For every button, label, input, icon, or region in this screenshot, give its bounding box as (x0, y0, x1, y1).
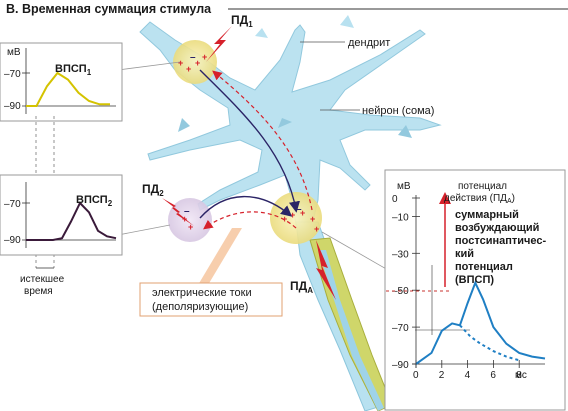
desc-line-3: постсинаптичес- (455, 235, 546, 247)
pda-label: ПДА (290, 279, 313, 295)
panel3-x-tick: 4 (465, 370, 471, 381)
chart-vpsp2: –70 –90 ВПСП2 (0, 174, 123, 256)
lightning-icon-pd2 (162, 198, 194, 226)
currents-label-line2: (деполяризующие) (152, 301, 248, 313)
panel2-tick-bottom: –90 (4, 235, 21, 246)
summed-curve-dashed (459, 324, 520, 362)
panel2-tick-top: –70 (4, 199, 21, 210)
panel3-x-tick: 8 (516, 370, 522, 381)
panel3-y-tick: –30 (392, 249, 409, 260)
elapsed-label-line1: истекшее (20, 274, 65, 285)
svg-text:+: + (195, 58, 200, 68)
pd2-label: ПД2 (142, 182, 164, 198)
panel1-unit: мВ (7, 47, 21, 58)
svg-text:+: + (202, 52, 207, 62)
vpsp2-label: ВПСП2 (76, 194, 113, 208)
summed-curve (415, 280, 546, 365)
desc-line-5: потенциал (455, 261, 513, 273)
axon-hillock (270, 192, 322, 244)
svg-text:+: + (300, 208, 305, 218)
panel-1-frame (0, 42, 123, 122)
svg-text:+: + (186, 64, 191, 74)
lightning-icon-pda (316, 240, 336, 300)
ap-label-line2: действия (ПДА) (444, 193, 515, 205)
currents-label-box (139, 282, 283, 317)
svg-text:–: – (296, 204, 302, 215)
panel3-y-tick: –10 (392, 212, 409, 223)
current-arrow-2 (199, 195, 293, 219)
dendrite-label: дендрит (348, 37, 390, 49)
svg-text:+: + (178, 58, 183, 68)
ap-label-line1: потенциал (458, 181, 507, 192)
panel3-x-tick: 0 (413, 370, 419, 381)
vpsp1-curve (26, 71, 110, 107)
synapse-2 (168, 198, 212, 242)
current-arrow-1 (199, 69, 300, 213)
elapsed-label-line2: время (24, 286, 53, 297)
svg-text:+: + (290, 210, 295, 220)
panel3-y-tick: –90 (392, 360, 409, 371)
lightning-icon-pd1 (206, 26, 232, 62)
title: В. Временная суммация стимула (6, 2, 212, 16)
svg-text:+: + (282, 214, 287, 224)
desc-line-2: возбуждающий (455, 222, 539, 234)
svg-text:–: – (184, 206, 190, 217)
current-return-arrow-2 (203, 211, 297, 230)
panel1-tick-bottom: –90 (4, 101, 21, 112)
svg-text:–: – (190, 52, 196, 63)
panel3-x-tick: 6 (490, 370, 496, 381)
currents-label-line1: электрические токи (152, 287, 252, 299)
synapse-1 (173, 40, 217, 84)
panel3-y-tick: –50 (392, 286, 409, 297)
panel3-x-tick: 2 (439, 370, 445, 381)
svg-text:+: + (314, 224, 319, 234)
svg-text:+: + (188, 222, 193, 232)
panel1-tick-top: –70 (4, 69, 21, 80)
panel3-x-unit: мс (515, 370, 527, 381)
current-return-arrow-1 (212, 70, 313, 211)
chart-vpsp1: мВ –70 –90 ВПСП1 (0, 42, 123, 122)
soma-label: нейрон (сома) (362, 105, 434, 117)
desc-line-1: суммарный (455, 209, 519, 221)
chart-summation: мВ 0 –10 –30 –50 –70 –90 0 2 4 6 8 мс потенциал д… (384, 169, 566, 411)
vpsp1-label: ВПСП1 (55, 63, 92, 77)
panel-2-frame (0, 174, 123, 256)
panel3-y-tick: 0 (392, 194, 398, 205)
desc-line-6: (ВПСП) (455, 274, 494, 286)
axon (295, 221, 393, 411)
vpsp2-curve (26, 201, 117, 241)
panel3-unit: мВ (397, 181, 411, 192)
panel3-y-tick: –70 (392, 323, 409, 334)
svg-text:+: + (310, 214, 315, 224)
pd1-label: ПД1 (231, 13, 253, 29)
desc-line-4: кий (455, 248, 474, 260)
